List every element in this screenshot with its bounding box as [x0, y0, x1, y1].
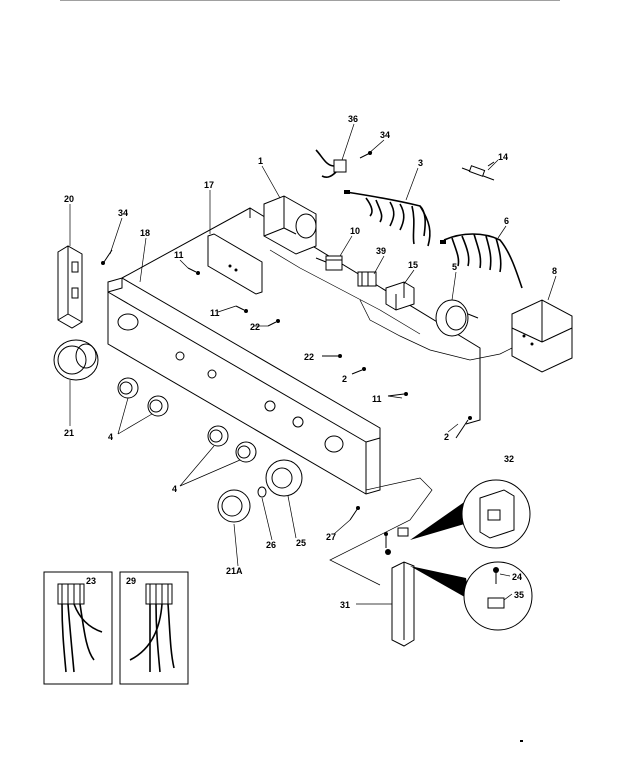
label-26: 26 [266, 540, 276, 550]
label-39: 39 [376, 246, 386, 256]
label-11-b: 11 [210, 308, 220, 318]
leader-lines [69, 123, 557, 605]
buttons-4 [117, 377, 257, 463]
callout-32 [410, 479, 531, 549]
label-5: 5 [452, 262, 457, 272]
switch-36 [315, 149, 347, 178]
bracket-17 [207, 233, 263, 295]
label-23: 23 [86, 576, 96, 586]
label-14: 14 [498, 152, 508, 162]
scan-artifacts [60, 0, 560, 742]
label-34-left: 34 [118, 208, 128, 218]
callout-24-35 [410, 561, 533, 631]
clip-26 [257, 486, 267, 498]
inset-23 [43, 571, 113, 685]
label-15: 15 [408, 260, 418, 270]
label-2-b: 2 [444, 432, 449, 442]
label-4-a: 4 [108, 432, 113, 442]
part-10 [315, 255, 343, 271]
knob-21 [53, 339, 99, 381]
label-29: 29 [126, 576, 136, 586]
rear-wire-routing [269, 249, 513, 361]
screw-27 [329, 477, 433, 586]
label-25: 25 [296, 538, 306, 548]
label-22-b: 22 [304, 352, 314, 362]
label-18: 18 [140, 228, 150, 238]
harness-3 [344, 190, 431, 247]
label-2-a: 2 [342, 374, 347, 384]
inset-29 [119, 571, 189, 685]
label-1: 1 [258, 156, 263, 166]
bracket-31 [384, 527, 415, 647]
label-11-c: 11 [372, 394, 382, 404]
label-10: 10 [350, 226, 360, 236]
end-cap-20 [57, 245, 83, 329]
part-15 [385, 281, 415, 311]
part-39 [357, 271, 377, 287]
label-34-top: 34 [380, 130, 390, 140]
pressure-switch-5 [435, 299, 479, 337]
timer-1 [263, 195, 317, 255]
label-8: 8 [552, 266, 557, 276]
label-35: 35 [514, 590, 524, 600]
label-36: 36 [348, 114, 358, 124]
label-31: 31 [340, 600, 350, 610]
console-panel [107, 207, 481, 495]
part-labels: 36 34 1 3 14 17 20 34 18 10 39 15 6 5 8 … [64, 114, 557, 610]
label-32: 32 [504, 454, 514, 464]
label-22-a: 22 [250, 322, 260, 332]
label-17: 17 [204, 180, 214, 190]
part-14 [461, 161, 495, 181]
harness-6 [440, 233, 523, 289]
label-4-b: 4 [172, 484, 177, 494]
dial-25 [265, 459, 303, 497]
label-3: 3 [418, 158, 423, 168]
label-11-a: 11 [174, 250, 184, 260]
screws [187, 267, 472, 439]
label-6: 6 [504, 216, 509, 226]
label-27: 27 [326, 532, 336, 542]
label-24: 24 [512, 572, 522, 582]
label-21a: 21A [226, 566, 243, 576]
knob-21a [217, 489, 251, 523]
screw-34-top [359, 151, 373, 159]
label-20: 20 [64, 194, 74, 204]
label-21: 21 [64, 428, 74, 438]
module-8 [511, 299, 573, 373]
